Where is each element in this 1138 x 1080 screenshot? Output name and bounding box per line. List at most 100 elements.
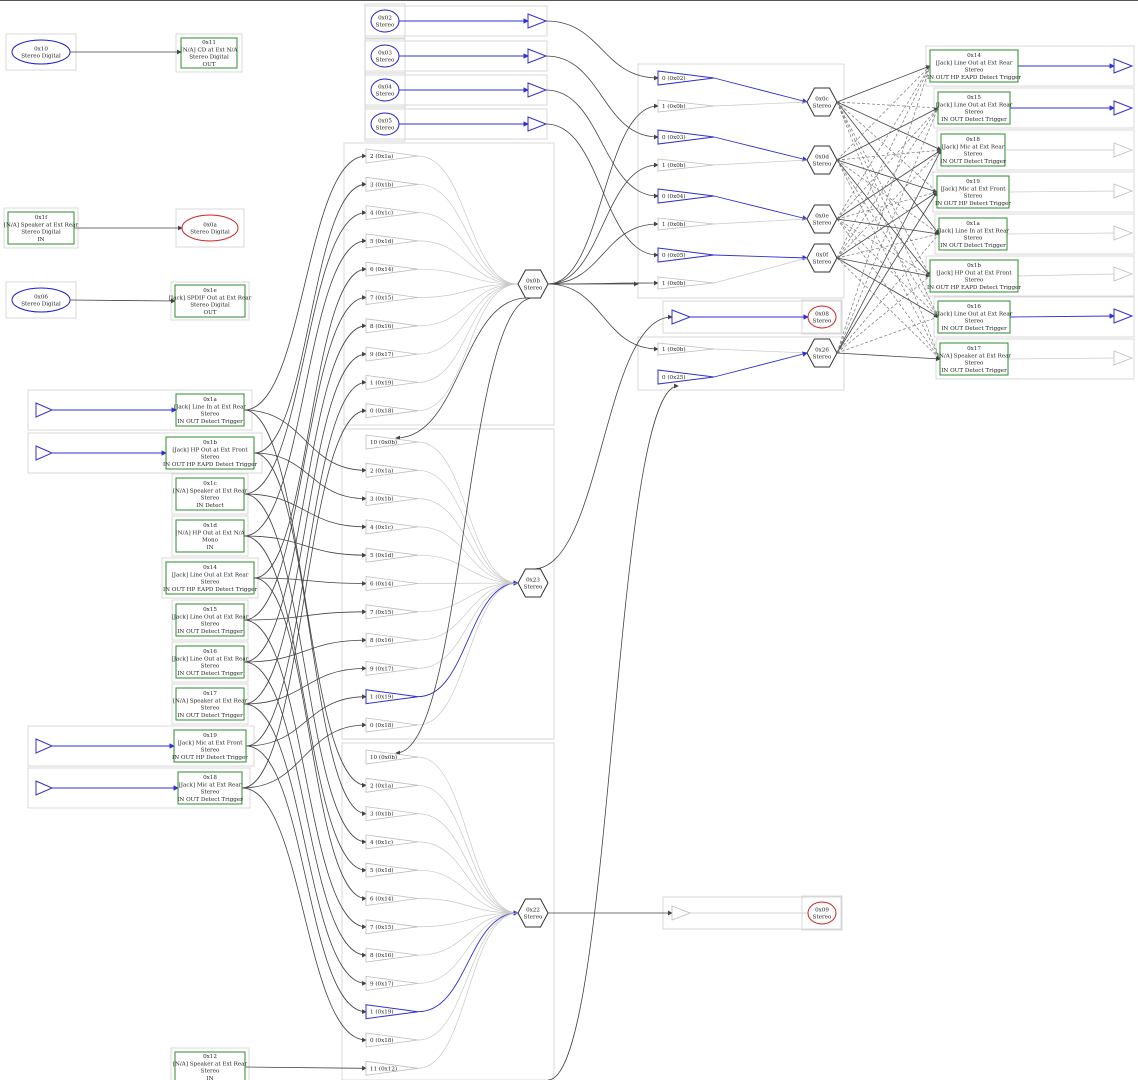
amp-r0c-1[interactable] (657, 99, 715, 113)
amp-c23-2[interactable] (365, 491, 419, 507)
pin-complex-l1b[interactable] (165, 436, 255, 470)
amp-c23-3[interactable] (365, 519, 419, 535)
amp-c0b-3[interactable] (365, 233, 419, 249)
amp-d03[interactable] (527, 48, 548, 64)
amp-c22-0[interactable] (365, 749, 419, 765)
audio-device-d06[interactable] (11, 287, 71, 313)
pin-complex-p11[interactable] (180, 37, 238, 69)
audio-device-d03[interactable] (370, 44, 400, 68)
amp-l1a[interactable] (35, 402, 54, 418)
amp-r15[interactable] (1113, 100, 1134, 116)
amp-r0f-0[interactable] (657, 247, 715, 263)
pin-complex-l1a[interactable] (175, 393, 245, 427)
pin-complex-r18[interactable] (940, 133, 1006, 167)
pin-complex-l1c[interactable] (175, 477, 245, 511)
amp-r16[interactable] (1113, 308, 1134, 324)
amp-c22-7[interactable] (365, 947, 419, 963)
amp-c22-8[interactable] (365, 975, 419, 991)
amp-c0b-1[interactable] (365, 176, 419, 192)
amp-c23-1[interactable] (365, 462, 419, 478)
amp-l1b[interactable] (35, 445, 54, 461)
pin-complex-l16[interactable] (175, 645, 245, 679)
amp-c22-6[interactable] (365, 919, 419, 935)
amp-0x08[interactable] (671, 309, 692, 325)
amp-c0b-9[interactable] (365, 403, 419, 419)
pin-complex-r1b[interactable] (929, 259, 1019, 293)
amp-l19[interactable] (35, 738, 54, 754)
pin-complex-r14[interactable] (929, 49, 1019, 83)
pin-complex-l14[interactable] (165, 561, 255, 595)
amp-r0f-1[interactable] (657, 276, 715, 290)
amp-r0d-1[interactable] (657, 158, 715, 172)
amp-c23-7[interactable] (365, 632, 419, 648)
amp-r18[interactable] (1113, 142, 1134, 158)
pin-complex-l19[interactable] (173, 729, 247, 763)
amp-r14[interactable] (1113, 58, 1134, 74)
amp-c22-4[interactable] (365, 862, 419, 878)
amp-c0b-0[interactable] (365, 148, 419, 164)
amp-r17[interactable] (1113, 350, 1134, 366)
audio-device-d04[interactable] (370, 78, 400, 102)
amp-c22-2[interactable] (365, 806, 419, 822)
mixer-m0b[interactable] (517, 269, 549, 299)
pin-complex-r16[interactable] (937, 300, 1011, 334)
amp-r0c-0[interactable] (657, 70, 715, 86)
amp-c22-11[interactable] (365, 1060, 419, 1076)
amp-c23-8[interactable] (365, 660, 419, 676)
amp-r19[interactable] (1113, 183, 1134, 199)
amp-c23-0[interactable] (365, 434, 419, 450)
amp-c23-4[interactable] (365, 547, 419, 563)
pin-complex-r17[interactable] (939, 342, 1009, 376)
amp-c0b-6[interactable] (365, 318, 419, 334)
mixer-m22[interactable] (517, 898, 549, 928)
pin-complex-l18[interactable] (177, 771, 243, 805)
amp-c23-10[interactable] (365, 717, 419, 733)
amp-c22-3[interactable] (365, 834, 419, 850)
amp-r26-0[interactable] (657, 342, 715, 356)
audio-device-d05[interactable] (370, 112, 400, 136)
amp-c22-5[interactable] (365, 891, 419, 906)
amp-r1b[interactable] (1113, 266, 1134, 282)
amp-r0d-0[interactable] (657, 129, 715, 145)
amp-d04[interactable] (527, 82, 548, 98)
amp-r0e-0[interactable] (657, 188, 715, 204)
audio-device-d09[interactable] (807, 901, 837, 925)
pin-complex-l15[interactable] (175, 603, 245, 637)
amp-c0b-4[interactable] (365, 261, 419, 277)
pin-complex-r19[interactable] (936, 175, 1010, 209)
amp-c0b-8[interactable] (365, 374, 419, 390)
amp-c23-9[interactable] (365, 689, 419, 705)
amp-0x09[interactable] (671, 905, 692, 921)
mixer-m0c[interactable] (806, 87, 838, 117)
audio-device-d10[interactable] (11, 39, 71, 65)
mixer-m0d[interactable] (806, 145, 838, 175)
amp-c0b-2[interactable] (365, 205, 419, 221)
pin-complex-l17[interactable] (175, 687, 245, 721)
pin-complex-l1d[interactable] (175, 519, 245, 553)
amp-c22-1[interactable] (365, 777, 419, 793)
mixer-m23[interactable] (517, 568, 549, 598)
amp-r1a[interactable] (1113, 225, 1134, 241)
amp-c23-6[interactable] (365, 604, 419, 620)
amp-c0b-5[interactable] (365, 290, 419, 305)
amp-d02[interactable] (527, 13, 548, 29)
audio-device-d0a[interactable] (181, 214, 239, 242)
amp-l18[interactable] (35, 780, 54, 796)
audio-device-d02[interactable] (370, 9, 400, 33)
amp-c23-5[interactable] (365, 576, 419, 591)
amp-r0e-1[interactable] (657, 217, 715, 231)
audio-device-d08[interactable] (807, 305, 837, 329)
amp-c22-9[interactable] (365, 1004, 419, 1020)
amp-r26-1[interactable] (657, 369, 715, 385)
pin-complex-r1a[interactable] (938, 217, 1008, 251)
mixer-m0f[interactable] (806, 243, 838, 273)
pin-complex-r15[interactable] (937, 91, 1011, 125)
amp-c0b-7[interactable] (365, 346, 419, 362)
mixer-m0e[interactable] (806, 204, 838, 234)
amp-d05[interactable] (527, 116, 548, 132)
pin-complex-l12[interactable] (174, 1051, 246, 1080)
mixer-m26[interactable] (806, 338, 838, 368)
pin-complex-p1e[interactable] (174, 284, 246, 318)
amp-c22-10[interactable] (365, 1032, 419, 1048)
pin-complex-d1f[interactable] (7, 211, 75, 245)
